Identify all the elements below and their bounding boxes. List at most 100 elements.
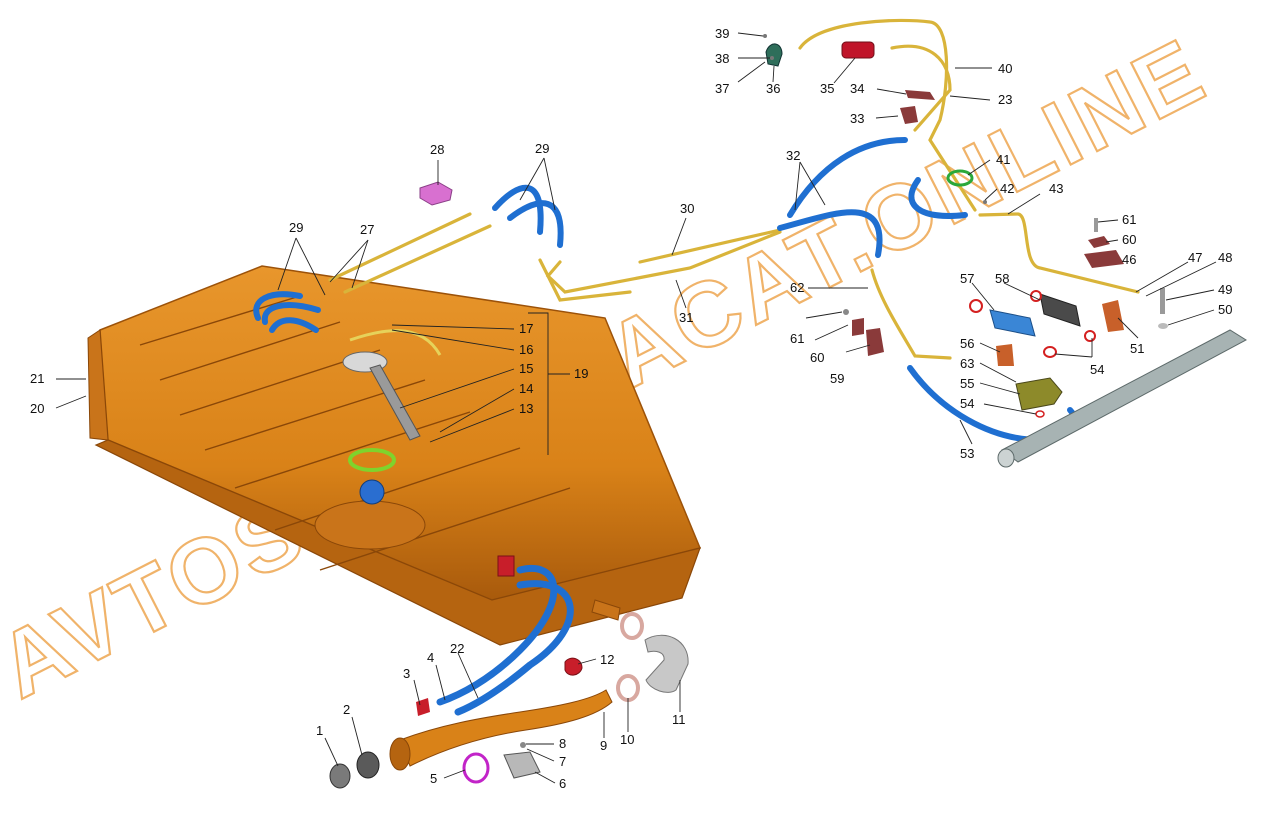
callout-5: 5 bbox=[430, 771, 437, 786]
callout-37: 37 bbox=[715, 81, 729, 96]
filler-pipe-mouth bbox=[389, 737, 411, 771]
clamp-10 bbox=[616, 674, 640, 702]
clamp-3 bbox=[416, 698, 430, 716]
callout-51: 51 bbox=[1130, 341, 1144, 356]
tube-27a bbox=[328, 212, 472, 282]
tube-27b bbox=[343, 224, 492, 294]
callout-57: 57 bbox=[960, 271, 974, 286]
bolt-61b bbox=[843, 309, 849, 315]
rail-end-fitting bbox=[997, 448, 1015, 468]
bracket-59 bbox=[866, 328, 884, 356]
callout-54-bottom: 54 bbox=[960, 396, 974, 411]
bracket-33 bbox=[900, 106, 918, 124]
fuel-tubes bbox=[328, 18, 1140, 360]
bolt-38 bbox=[770, 56, 774, 60]
bracket-6 bbox=[503, 751, 541, 779]
clamp-12 bbox=[564, 657, 583, 676]
callout-59: 59 bbox=[830, 371, 844, 386]
bolt-61-top bbox=[1094, 218, 1098, 232]
elbow-hose-11 bbox=[644, 634, 689, 693]
callout-34: 34 bbox=[850, 81, 864, 96]
callout-9: 9 bbox=[600, 738, 607, 753]
bracket-56 bbox=[996, 344, 1014, 366]
callout-31: 31 bbox=[679, 310, 693, 325]
hose-41-loop bbox=[908, 177, 968, 219]
callout-6: 6 bbox=[559, 776, 566, 791]
callout-35: 35 bbox=[820, 81, 834, 96]
callout-60-top: 60 bbox=[1122, 232, 1136, 247]
filler-hose-22 bbox=[454, 580, 574, 716]
callout-43: 43 bbox=[1049, 181, 1063, 196]
lock-ring-13 bbox=[359, 479, 385, 505]
hose-32b bbox=[777, 209, 883, 258]
callout-17: 17 bbox=[519, 321, 533, 336]
callout-53: 53 bbox=[960, 446, 974, 461]
seal-ring-14 bbox=[348, 448, 396, 472]
callout-56: 56 bbox=[960, 336, 974, 351]
callout-33: 33 bbox=[850, 111, 864, 126]
filler-pipe-9 bbox=[399, 689, 613, 767]
callout-39: 39 bbox=[715, 26, 729, 41]
fuel-pump-module bbox=[342, 329, 442, 505]
callout-11: 11 bbox=[672, 712, 686, 727]
callout-48: 48 bbox=[1218, 250, 1232, 265]
tube-30 bbox=[538, 228, 782, 302]
bracket-51 bbox=[1102, 300, 1124, 332]
tube-31 bbox=[545, 230, 782, 294]
fuel-tank bbox=[87, 265, 702, 646]
vent-hose-4 bbox=[436, 565, 558, 706]
callout-12: 12 bbox=[600, 652, 614, 667]
fuel-filter-35 bbox=[841, 41, 875, 59]
callout-46: 46 bbox=[1122, 252, 1136, 267]
tank-hoses bbox=[253, 291, 321, 333]
filler-pipe bbox=[329, 612, 689, 789]
callout-1: 1 bbox=[316, 723, 323, 738]
callout-30: 30 bbox=[680, 201, 694, 216]
filler-neck-stub bbox=[591, 599, 621, 621]
callout-49: 49 bbox=[1218, 282, 1232, 297]
callout-55: 55 bbox=[960, 376, 974, 391]
callout-8: 8 bbox=[559, 736, 566, 751]
callout-14: 14 bbox=[519, 381, 533, 396]
tank-front-side bbox=[94, 439, 701, 646]
callout-22: 22 bbox=[450, 641, 464, 656]
bracket-34 bbox=[905, 90, 935, 100]
oring-54b bbox=[1035, 410, 1045, 418]
hose-clamp-red bbox=[497, 555, 515, 577]
callout-10: 10 bbox=[620, 732, 634, 747]
callout-61-top: 61 bbox=[1122, 212, 1136, 227]
callout-61-bottom: 61 bbox=[790, 331, 804, 346]
callout-32: 32 bbox=[786, 148, 800, 163]
washer-60-top bbox=[1088, 236, 1110, 248]
bolt-7-8 bbox=[520, 742, 526, 748]
callout-13: 13 bbox=[519, 401, 533, 416]
callout-19: 19 bbox=[574, 366, 588, 381]
callout-50: 50 bbox=[1218, 302, 1232, 317]
bolt-42 bbox=[983, 200, 987, 204]
cap-1 bbox=[329, 763, 351, 789]
hose-29b bbox=[507, 200, 564, 248]
callout-42: 42 bbox=[1000, 181, 1014, 196]
tank-sump bbox=[314, 500, 426, 550]
tank-left-flange bbox=[87, 329, 109, 441]
callout-labels: 1 2 3 4 22 5 6 7 8 9 10 11 12 13 14 15 1… bbox=[30, 26, 1232, 791]
hose-32a bbox=[787, 137, 908, 218]
bracket-60b bbox=[852, 318, 864, 336]
injector-58 bbox=[1030, 290, 1096, 342]
callout-29-right: 29 bbox=[535, 141, 549, 156]
clamp-ring-upper bbox=[620, 612, 644, 640]
pressure-regulator-55 bbox=[1015, 377, 1063, 411]
callout-29-left: 29 bbox=[289, 220, 303, 235]
pump-arm bbox=[369, 364, 421, 441]
washer-50 bbox=[1158, 323, 1168, 329]
tube-23 bbox=[890, 44, 952, 132]
clip-41 bbox=[946, 169, 974, 187]
callout-7: 7 bbox=[559, 754, 566, 769]
callout-15: 15 bbox=[519, 361, 533, 376]
filler-hoses bbox=[436, 565, 574, 716]
injector-57 bbox=[969, 299, 1057, 358]
callout-62: 62 bbox=[790, 280, 804, 295]
pad-28 bbox=[419, 181, 453, 206]
